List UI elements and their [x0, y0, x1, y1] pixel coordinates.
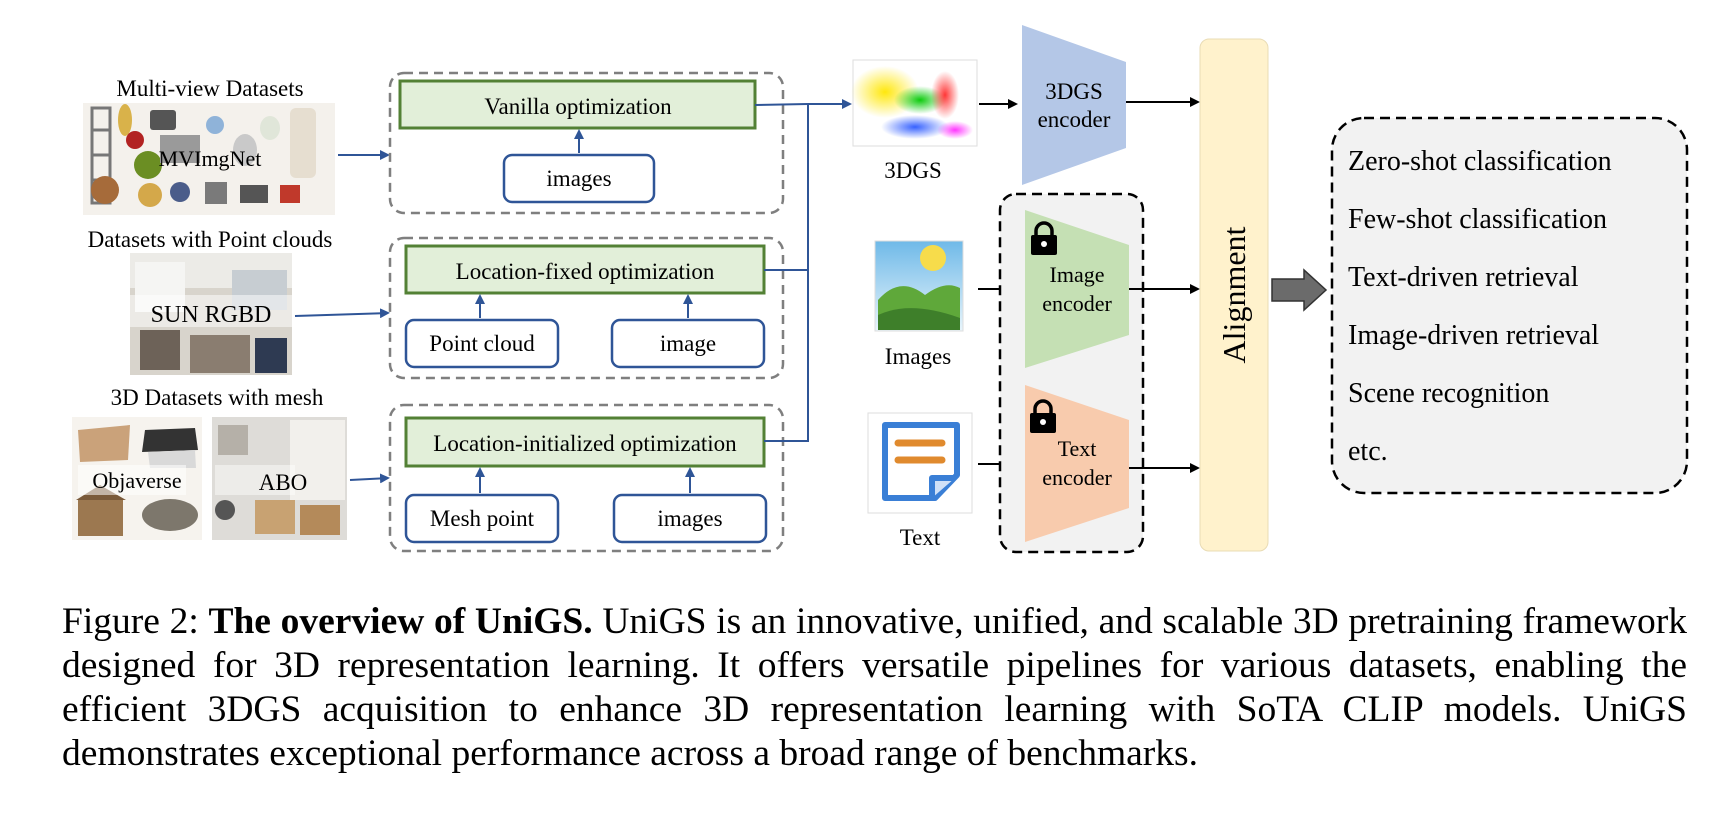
- gaussian-splat-render: [851, 59, 978, 147]
- task-item: Image-driven retrieval: [1348, 320, 1599, 351]
- arrow-pointcloud-to-fixed: [294, 308, 390, 319]
- image-input-label: image: [660, 331, 716, 356]
- sunrgbd-label: SUN RGBD: [151, 302, 272, 328]
- task-item: Text-driven retrieval: [1348, 262, 1579, 293]
- location-fixed-optimization-box: [404, 244, 766, 295]
- sunrgbd-thumbnail: SUN RGBD: [130, 253, 292, 375]
- arrow-mesh-to-initialized: [349, 473, 390, 484]
- vanilla-images-input: [502, 153, 656, 204]
- text-encoder-line1: Text: [1058, 436, 1097, 461]
- alignment-label: Alignment: [1216, 226, 1252, 363]
- gs-encoder-line1: 3DGS: [1045, 79, 1103, 104]
- task-item: Scene recognition: [1348, 378, 1549, 409]
- figure-caption: Figure 2: The overview of UniGS. UniGS i…: [62, 600, 1687, 776]
- gs-modality-label: 3DGS: [884, 158, 942, 183]
- mesh-datasets-title: 3D Datasets with mesh: [111, 385, 324, 410]
- mesh-images-label: images: [657, 506, 722, 531]
- gs-encoder-line2: encoder: [1038, 107, 1111, 132]
- abo-label: ABO: [259, 470, 308, 495]
- lock-icon: [1031, 221, 1057, 255]
- vanilla-pipeline-group: Vanilla optimization images: [388, 71, 785, 215]
- multiview-datasets-title: Multi-view Datasets: [116, 76, 303, 101]
- vanilla-optimization-label: Vanilla optimization: [484, 94, 672, 119]
- mvimgnet-label: MVImgNet: [159, 146, 262, 171]
- image-encoder-line1: Image: [1050, 262, 1105, 287]
- objaverse-label: Objaverse: [92, 468, 181, 493]
- caption-label: Figure 2:: [62, 601, 199, 642]
- location-initialized-optimization-box: [404, 416, 766, 468]
- text-document-icon: [867, 412, 973, 514]
- point-cloud-label: Point cloud: [429, 331, 535, 356]
- image-encoder-line2: encoder: [1042, 291, 1112, 316]
- objaverse-thumbnail: Objaverse: [72, 417, 202, 540]
- point-cloud-input: [404, 318, 560, 369]
- caption-body: UniGS is an innovative, unified, and sca…: [62, 601, 1688, 774]
- mesh-point-label: Mesh point: [430, 506, 535, 531]
- gs-encoder: [1022, 25, 1126, 185]
- task-item: Few-shot classification: [1348, 204, 1607, 235]
- vanilla-images-label: images: [546, 166, 611, 191]
- location-initialized-pipeline-group: Location-initialized optimization Mesh p…: [388, 403, 785, 553]
- mesh-images-input: [612, 493, 768, 544]
- images-modality-label: Images: [885, 344, 951, 369]
- text-encoder-line2: encoder: [1042, 465, 1112, 490]
- task-item: Zero-shot classification: [1348, 146, 1612, 177]
- mvimgnet-thumbnail: MVImgNet: [83, 103, 335, 215]
- output-arrow: [1271, 268, 1328, 312]
- lock-icon: [1030, 399, 1056, 433]
- downstream-tasks-box: [1330, 116, 1689, 495]
- pipeline-merge-connector: [754, 99, 852, 442]
- pointcloud-datasets-title: Datasets with Point clouds: [88, 227, 333, 252]
- caption-title: The overview of UniGS.: [208, 601, 593, 642]
- unigs-overview-diagram: Multi-view Datasets MVImgNet Datasets wi…: [72, 25, 1689, 554]
- vanilla-optimization-box: [398, 79, 757, 130]
- abo-thumbnail: ABO: [212, 417, 347, 540]
- text-modality-label: Text: [900, 525, 941, 550]
- location-fixed-optimization-label: Location-fixed optimization: [456, 259, 715, 284]
- image-icon: [874, 240, 964, 332]
- image-input: [610, 318, 766, 369]
- location-initialized-optimization-label: Location-initialized optimization: [433, 431, 737, 456]
- location-fixed-pipeline-group: Location-fixed optimization Point cloud …: [388, 236, 785, 380]
- mesh-point-input: [404, 493, 560, 544]
- alignment-bar: [1199, 38, 1269, 552]
- task-item: etc.: [1348, 436, 1388, 467]
